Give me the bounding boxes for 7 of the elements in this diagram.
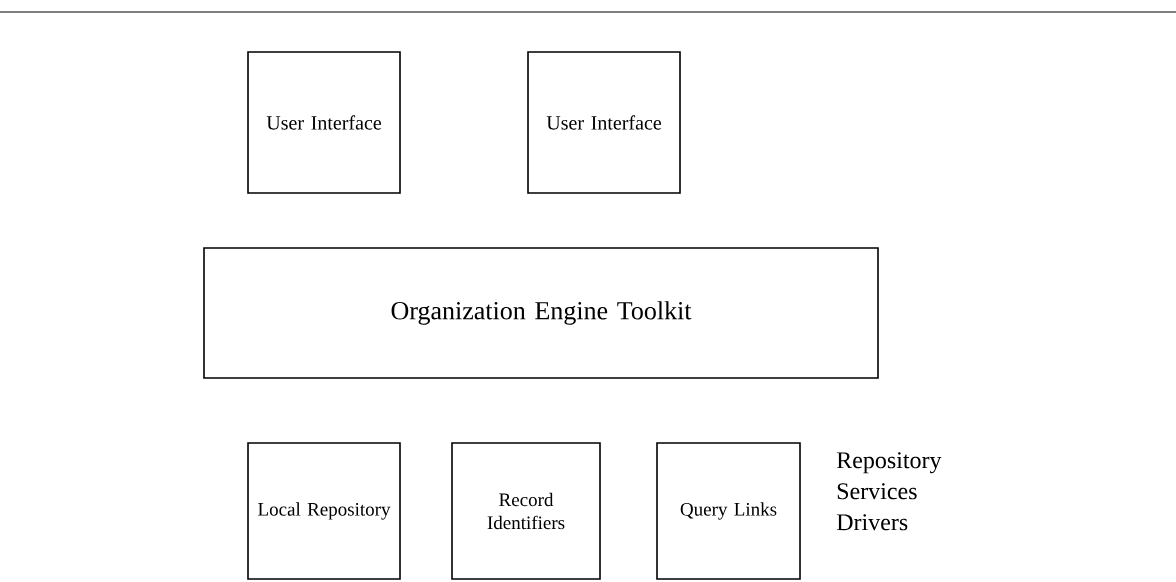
process-box: Organization Engine Toolkit [203,247,879,379]
side-label: Repository Services Drivers [836,452,942,531]
process-box: Local Repository [247,442,401,580]
process-box: User Interface [527,51,681,194]
process-box: Query Links [656,442,801,580]
process-box: Record Identifiers [451,442,601,580]
process-box: User Interface [247,51,401,194]
